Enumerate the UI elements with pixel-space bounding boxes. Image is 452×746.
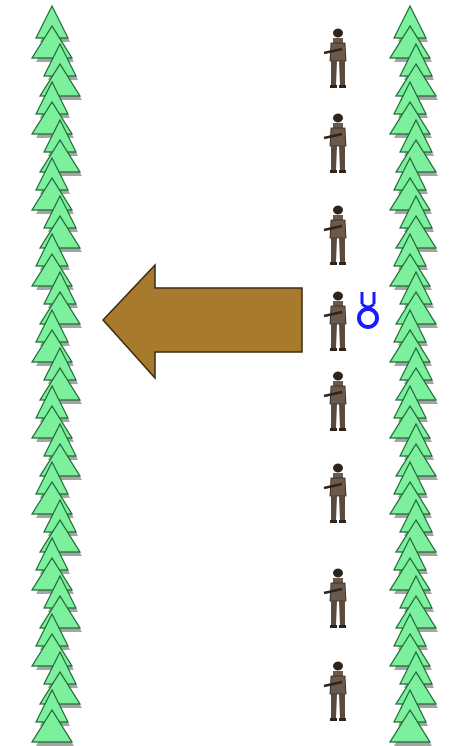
soldier [324, 206, 346, 266]
soldier [324, 292, 346, 352]
soldier [324, 569, 346, 629]
right-tree-column [390, 6, 438, 746]
soldier [324, 464, 346, 524]
soldier [324, 29, 346, 89]
leader-symbol-icon [359, 292, 377, 327]
tree [32, 6, 74, 62]
soldier-line [324, 29, 346, 722]
soldier [324, 662, 346, 722]
soldier [324, 372, 346, 432]
soldier [324, 114, 346, 174]
movement-arrow [103, 265, 302, 378]
left-tree-column [32, 6, 82, 746]
